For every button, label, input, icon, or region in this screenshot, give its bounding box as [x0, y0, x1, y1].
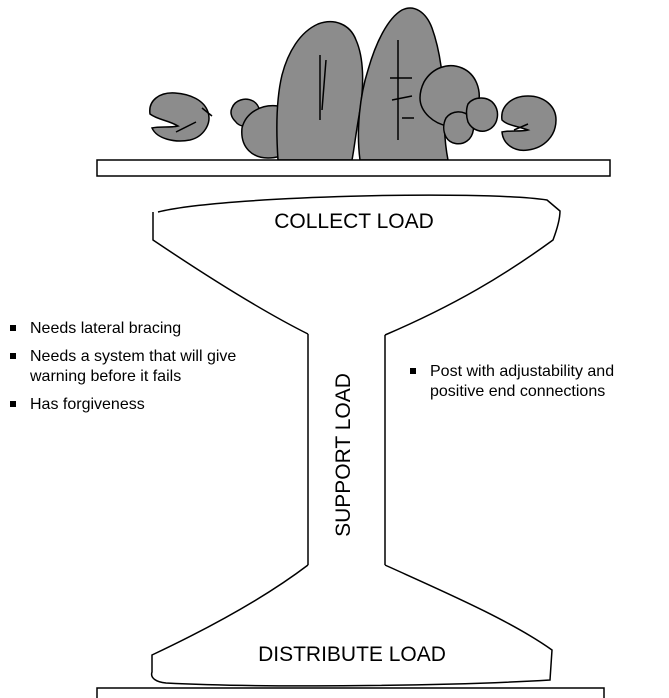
- bullet-square-icon: [10, 325, 16, 331]
- rock-pile-icon: [149, 7, 557, 161]
- list-item: Needs lateral bracing: [8, 319, 288, 339]
- note-text: Needs lateral bracing: [30, 320, 182, 337]
- support-load-label: SUPPORT LOAD: [332, 373, 355, 537]
- distribute-load-shape: [150, 564, 553, 687]
- bullet-square-icon: [10, 401, 16, 407]
- distribute-load-label: DISTRIBUTE LOAD: [258, 643, 446, 666]
- collect-load-shape: [152, 194, 561, 336]
- list-item: Post with adjustability and positive end…: [408, 362, 668, 402]
- top-plank: [96, 159, 611, 177]
- bottom-plank: [96, 687, 605, 698]
- bullet-square-icon: [10, 353, 16, 359]
- right-notes-list: Post with adjustability and positive end…: [408, 362, 668, 410]
- note-text: Post with adjustability and positive end…: [430, 363, 615, 400]
- left-notes-list: Needs lateral bracing Needs a system tha…: [8, 319, 288, 423]
- list-item: Needs a system that will give warning be…: [8, 347, 280, 387]
- collect-load-label: COLLECT LOAD: [274, 210, 434, 233]
- note-text: Has forgiveness: [30, 396, 145, 413]
- bullet-square-icon: [410, 368, 416, 374]
- note-text: Needs a system that will give warning be…: [30, 348, 237, 385]
- list-item: Has forgiveness: [8, 395, 288, 415]
